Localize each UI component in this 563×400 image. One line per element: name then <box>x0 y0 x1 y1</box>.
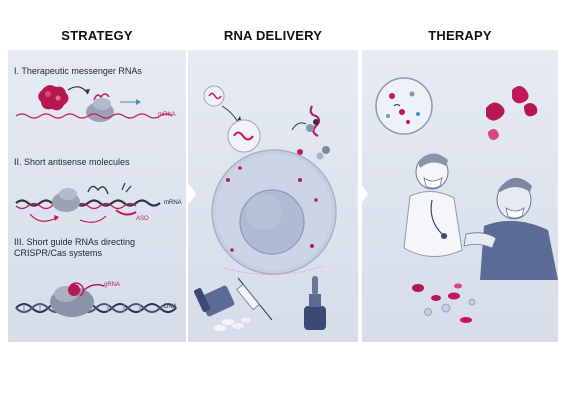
mrna-label-2: mRNA <box>164 200 182 206</box>
syringe <box>236 277 273 321</box>
delivery-illustration <box>193 85 337 331</box>
stethoscope <box>430 199 443 235</box>
grna-strand <box>83 283 105 291</box>
aso-molecule <box>115 209 137 216</box>
dna-label: DNA <box>164 304 177 310</box>
strategy-item-antisense: II. Short antisense molecules <box>14 157 130 167</box>
dna-helix <box>15 303 177 313</box>
therapy-illustration <box>375 77 558 323</box>
title-therapy: THERAPY <box>428 28 492 43</box>
target-cell <box>211 149 337 276</box>
nanoparticle-small <box>203 85 225 107</box>
cas-protein <box>50 282 94 317</box>
strategy-item-mrna: I. Therapeutic messenger RNAs <box>14 66 142 76</box>
title-strategy: STRATEGY <box>61 28 133 43</box>
blood-cells <box>412 283 476 323</box>
protein-cluster <box>486 86 538 140</box>
patient-figure <box>463 177 558 280</box>
microscope-view <box>375 77 433 135</box>
mrna-strand-1 <box>15 113 173 119</box>
panel-divider-arrow-2 <box>358 180 368 208</box>
dropper-bottle <box>304 276 326 330</box>
mrna-strand-2 <box>15 199 161 207</box>
ribosome-2 <box>52 188 80 212</box>
ribosome-1 <box>86 98 114 122</box>
strategy-item-crispr: III. Short guide RNAs directing CRISPR/C… <box>14 237 184 259</box>
title-rna-delivery: RNA DELIVERY <box>223 28 323 43</box>
doctor-figure <box>403 153 463 257</box>
strategy-item-crispr-line1: III. Short guide RNAs directing <box>14 237 136 247</box>
protein-blob-1 <box>38 85 69 111</box>
therapy-panel <box>362 50 558 342</box>
strategy-panel: I. Therapeutic messenger RNAs II. Short … <box>8 50 186 342</box>
receptor-complex <box>297 146 330 160</box>
pill-bottle <box>193 285 251 331</box>
rna-delivery-panel <box>188 50 358 342</box>
strategy-item-crispr-line2: CRISPR/Cas systems <box>14 248 103 258</box>
aso-label: ASO <box>136 216 149 222</box>
mrna-label-1: mRNA <box>158 112 176 118</box>
strategy-illustration <box>15 85 177 317</box>
rna-ligand <box>306 105 321 137</box>
panel-divider-arrow-1 <box>186 180 196 208</box>
grna-label: gRNA <box>104 282 121 288</box>
lipid-nanoparticle <box>227 119 261 153</box>
